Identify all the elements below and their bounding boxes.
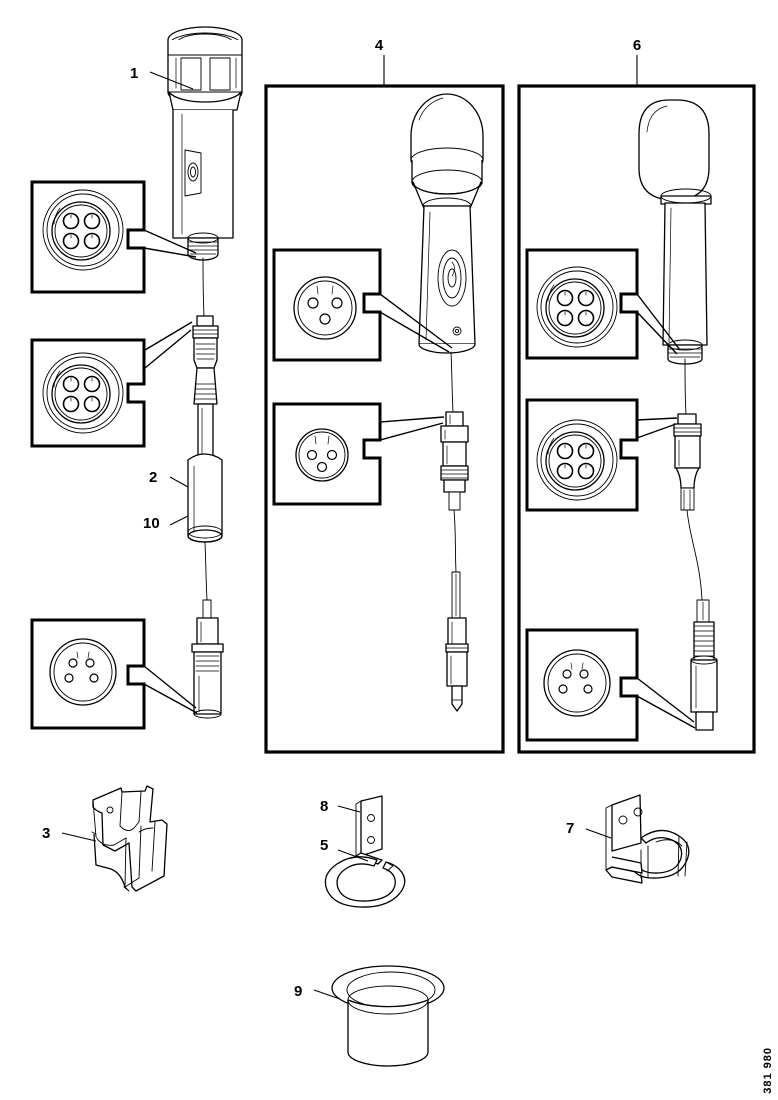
part-dynamic-microphone [410,93,484,354]
callout-lines-g [636,417,678,439]
leader-10 [169,515,189,526]
part-adapter-sleeve [187,453,223,543]
part-handheld-transmitter [167,26,243,261]
callout-3: 3 [42,825,50,842]
leader-7 [585,828,612,839]
part-lower-plug-left [191,599,224,719]
leader-3 [61,832,97,842]
leader-8 [337,805,361,813]
leader-5 [337,849,369,862]
wire-to-jack [453,509,457,573]
part-windscreen-microphone [638,99,712,365]
callout-4: 4 [375,37,384,54]
callout-lines-e [379,416,445,441]
part-plug-upper-panel6 [673,413,702,511]
wire-flex-panel6 [686,509,703,601]
callout-9: 9 [294,983,302,1000]
part-cup-grommet [331,965,445,1067]
wire-4-to-plug [450,351,454,413]
callout-7: 7 [566,820,574,837]
callout-lines-b [144,321,193,369]
wire-1-to-2 [202,257,205,317]
part-mic-clip-bracket [91,785,168,892]
callout-6: 6 [633,37,641,54]
callout-5: 5 [320,837,328,854]
leader-9 [313,989,341,1000]
panel-6-group: 6 [517,37,756,754]
part-coupling-connector-upper [192,315,219,459]
callout-lines-c [143,665,198,714]
part-mic-mounting-bracket [605,794,690,884]
callout-lines-a [143,229,197,258]
detail-box-connector-f [525,248,639,360]
detail-box-connector-h [525,628,639,742]
wire-6-to-plug [684,358,687,415]
part-mounting-plate [355,795,383,865]
detail-box-connector-d [272,248,382,362]
callout-lines-f [636,293,681,355]
part-xlr-plug-panel4 [440,411,469,511]
leader-1 [149,71,194,90]
part-ring-clamp [324,856,406,908]
panel-4-group: 4 [264,37,505,754]
drawing-code: 381 980 [762,1047,774,1094]
callout-1: 1 [130,65,138,82]
part-phone-jack [445,571,469,712]
detail-box-connector-a [30,180,146,294]
detail-box-connector-c [30,618,146,730]
callout-lines-d [379,293,453,353]
callout-2: 2 [149,469,157,486]
callout-lines-h [636,677,696,729]
detail-box-connector-b [30,338,146,448]
group-item-1-assembly: 1 [30,26,243,730]
detail-box-connector-g [525,398,639,512]
detail-box-connector-e [272,402,382,506]
callout-8: 8 [320,798,328,815]
callout-10: 10 [143,515,160,532]
part-plug-lower-panel6 [690,599,718,731]
wire-2-to-plug [204,541,208,601]
leader-2 [169,476,189,488]
